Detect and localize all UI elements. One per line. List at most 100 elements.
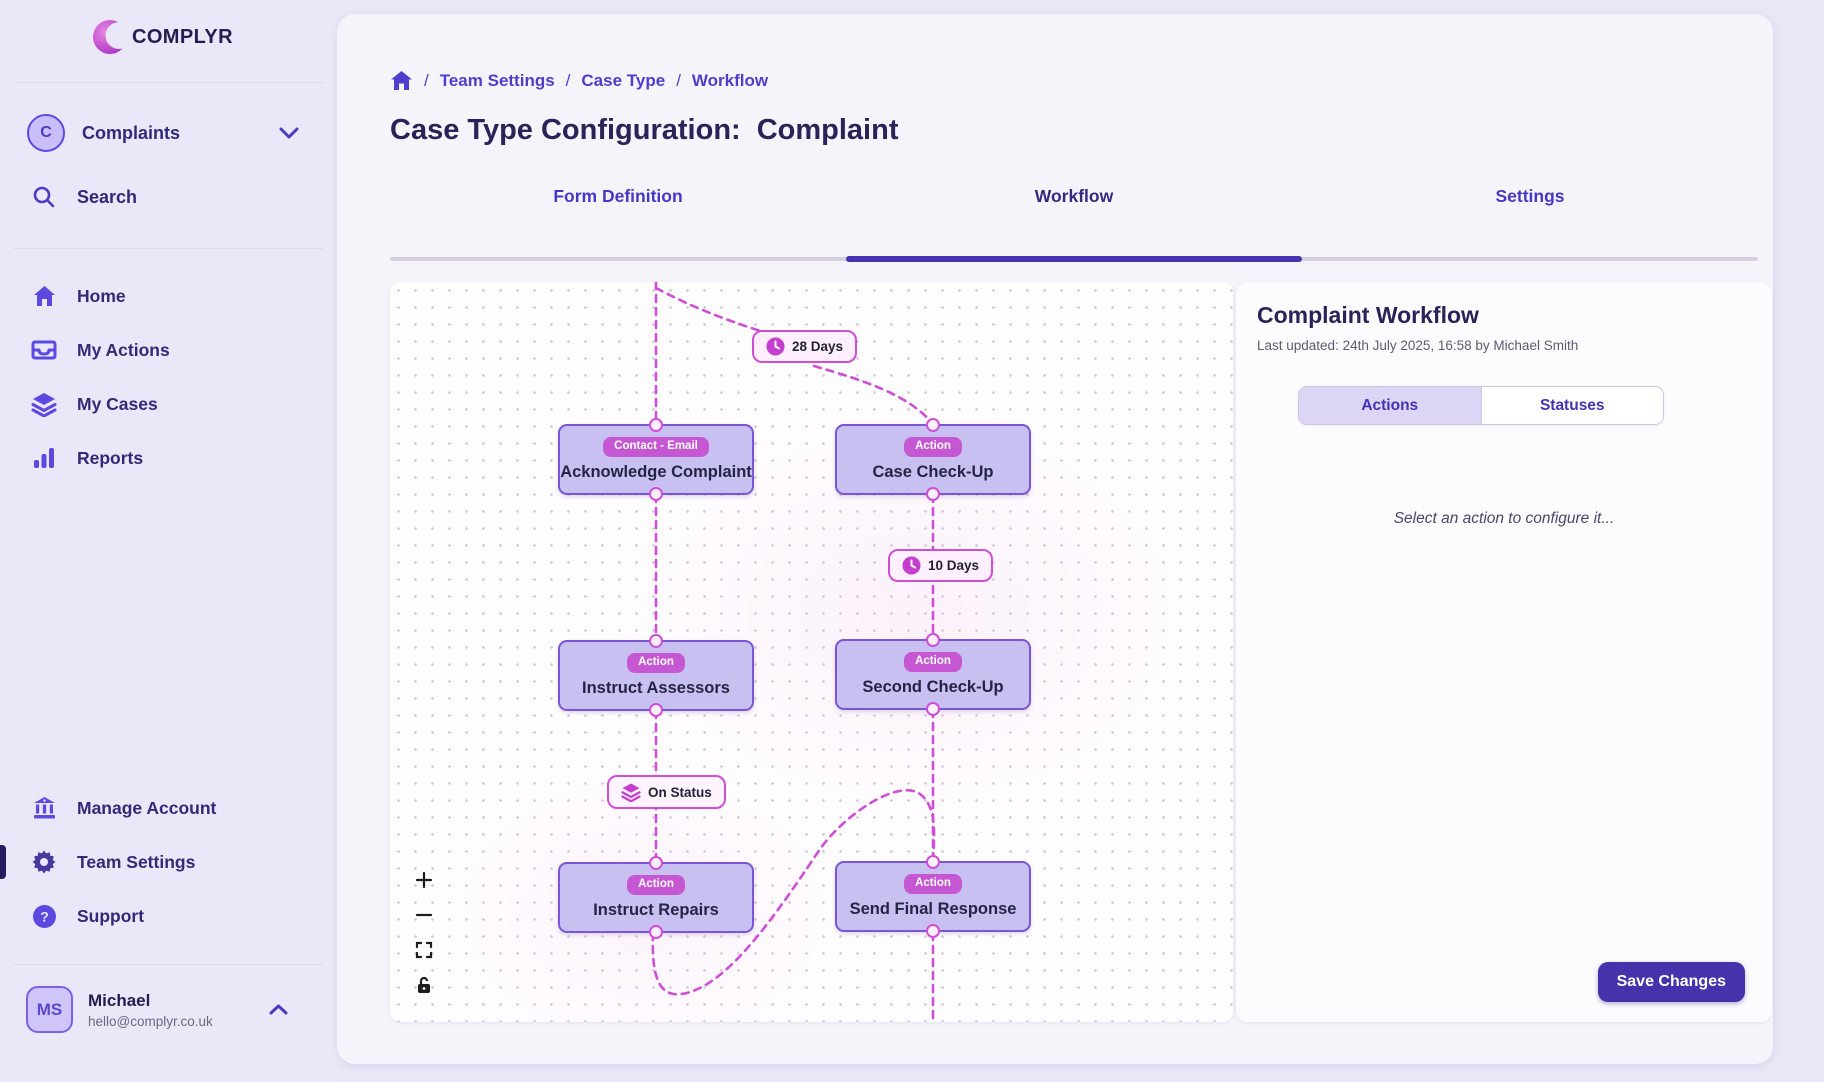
bar-chart-icon: [31, 445, 57, 471]
node-handle[interactable]: [926, 924, 940, 938]
divider: [14, 964, 323, 965]
save-changes-button[interactable]: Save Changes: [1597, 962, 1745, 1002]
workflow-node-instruct-repairs[interactable]: Action Instruct Repairs: [558, 856, 754, 939]
tab-settings[interactable]: Settings: [1495, 186, 1565, 206]
clock-icon: [902, 556, 921, 575]
sidebar-item-label: Home: [77, 285, 126, 306]
node-handle[interactable]: [649, 856, 663, 870]
workflow-node-acknowledge-complaint[interactable]: Contact - Email Acknowledge Complaint: [558, 418, 754, 501]
chevron-up-icon: [269, 1004, 288, 1015]
svg-text:?: ?: [40, 908, 49, 924]
bank-icon: [31, 795, 57, 821]
sidebar-item-support[interactable]: ? Support: [0, 890, 337, 942]
tab-track: [390, 256, 1758, 262]
zoom-in-button[interactable]: [414, 870, 434, 890]
sidebar-item-home[interactable]: Home: [0, 271, 337, 321]
node-handle[interactable]: [649, 418, 663, 432]
node-handle[interactable]: [926, 855, 940, 869]
sidebar-item-manage-account[interactable]: Manage Account: [0, 782, 337, 834]
active-nav-indicator: [0, 845, 6, 879]
workflow-node-second-check-up[interactable]: Action Second Check-Up: [835, 633, 1031, 716]
sidebar-item-label: Search: [77, 186, 138, 207]
sidebar-item-team-settings[interactable]: Team Settings: [0, 836, 337, 888]
breadcrumb: / Team Settings / Case Type / Workflow: [390, 70, 768, 91]
workflow-node-send-final-response[interactable]: Action Send Final Response: [835, 855, 1031, 938]
tab-statuses[interactable]: Statuses: [1480, 387, 1663, 424]
sidebar-item-label: Support: [77, 905, 145, 926]
node-type-badge: Action: [627, 875, 685, 895]
node-type-badge: Action: [904, 437, 962, 457]
user-name: Michael: [88, 990, 151, 1010]
edge-label-28-days[interactable]: 28 Days: [752, 330, 858, 363]
node-title: Acknowledge Complaint: [560, 462, 752, 481]
tab-actions[interactable]: Actions: [1299, 387, 1481, 424]
workflow-node-case-check-up[interactable]: Action Case Check-Up: [835, 418, 1031, 501]
inbox-icon: [31, 337, 57, 363]
sidebar-item-search[interactable]: Search: [0, 174, 337, 220]
node-title: Instruct Assessors: [582, 678, 730, 697]
active-tab-indicator: [845, 256, 1303, 262]
layers-icon: [31, 391, 57, 417]
workflow-canvas[interactable]: Contact - Email Acknowledge Complaint Ac…: [390, 282, 1233, 1022]
edge-label-10-days[interactable]: 10 Days: [888, 549, 994, 582]
team-avatar: C: [27, 114, 65, 152]
sidebar-item-complaints[interactable]: C Complaints: [0, 110, 337, 156]
tab-form-definition[interactable]: Form Definition: [553, 186, 683, 206]
node-handle[interactable]: [926, 633, 940, 647]
gear-icon: [31, 849, 57, 875]
node-type-badge: Contact - Email: [603, 437, 709, 457]
workflow-edges: [651, 282, 936, 1022]
sidebar-item-my-cases[interactable]: My Cases: [0, 379, 337, 429]
page-title-case-type: Complaint: [756, 114, 899, 146]
node-handle[interactable]: [926, 702, 940, 716]
edge-label-on-status[interactable]: On Status: [607, 775, 726, 809]
fit-view-button[interactable]: [414, 940, 434, 960]
config-panel: Complaint Workflow Last updated: 24th Ju…: [1236, 282, 1772, 1022]
node-handle[interactable]: [649, 925, 663, 939]
edge-label-text: 10 Days: [928, 558, 980, 573]
breadcrumb-team-settings[interactable]: Team Settings: [439, 70, 555, 90]
page-title: Case Type Configuration: Complaint: [390, 114, 899, 147]
breadcrumb-separator: /: [565, 70, 571, 90]
node-type-badge: Action: [627, 653, 685, 673]
app-logo: COMPLYR: [88, 14, 233, 60]
node-handle[interactable]: [649, 487, 663, 501]
node-type-badge: Action: [904, 652, 962, 672]
node-type-badge: Action: [904, 874, 962, 894]
panel-title: Complaint Workflow: [1257, 302, 1479, 328]
breadcrumb-separator: /: [424, 70, 429, 90]
sidebar: COMPLYR C Complaints Search Home My Acti…: [0, 0, 337, 1082]
divider: [14, 82, 323, 83]
user-email: hello@complyr.co.uk: [88, 1013, 213, 1029]
lock-button[interactable]: [414, 975, 434, 995]
breadcrumb-separator: /: [676, 70, 681, 90]
tab-bar: Form Definition Workflow Settings: [390, 178, 1758, 215]
home-icon[interactable]: [390, 70, 413, 91]
tab-workflow[interactable]: Workflow: [1034, 186, 1114, 206]
zoom-out-button[interactable]: [414, 905, 434, 925]
node-handle[interactable]: [926, 418, 940, 432]
layers-icon: [621, 783, 641, 802]
breadcrumb-workflow[interactable]: Workflow: [691, 70, 769, 90]
main-content: / Team Settings / Case Type / Workflow C…: [337, 14, 1773, 1064]
avatar: MS: [26, 986, 73, 1033]
node-handle[interactable]: [649, 634, 663, 648]
sidebar-item-label: My Actions: [77, 339, 170, 360]
canvas-controls: [414, 870, 434, 995]
empty-state-message: Select an action to configure it...: [1393, 510, 1615, 527]
edge-label-text: On Status: [648, 784, 712, 800]
last-updated-text: Last updated: 24th July 2025, 16:58 by M…: [1257, 338, 1579, 353]
clock-icon: [766, 337, 785, 356]
sidebar-item-reports[interactable]: Reports: [0, 433, 337, 483]
node-handle[interactable]: [926, 487, 940, 501]
workflow-node-instruct-assessors[interactable]: Action Instruct Assessors: [558, 634, 754, 717]
node-title: Send Final Response: [849, 899, 1017, 918]
page-title-prefix: Case Type Configuration:: [390, 114, 741, 146]
panel-tab-toggle: Actions Statuses: [1298, 386, 1664, 425]
user-menu[interactable]: MS Michael hello@complyr.co.uk: [26, 986, 316, 1033]
sidebar-item-my-actions[interactable]: My Actions: [0, 325, 337, 375]
node-handle[interactable]: [649, 703, 663, 717]
breadcrumb-case-type[interactable]: Case Type: [581, 70, 666, 90]
home-icon: [31, 283, 57, 309]
help-icon: ?: [31, 903, 57, 929]
